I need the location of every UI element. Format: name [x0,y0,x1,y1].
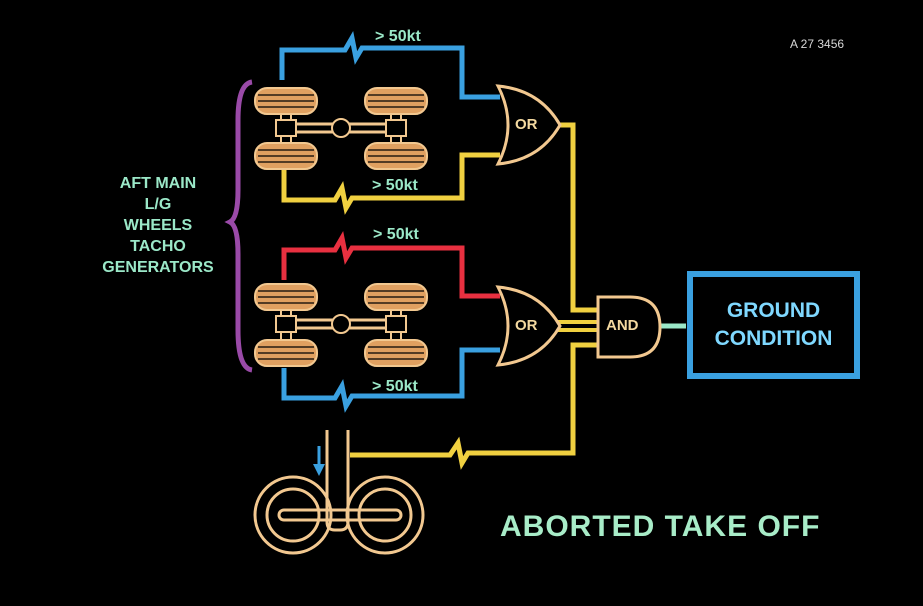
or-gate-bottom [495,285,562,367]
and-gate [596,295,662,359]
or-gate-top [495,84,562,166]
signal-line-top-blue [279,31,500,100]
ground-condition-line1: GROUND [726,299,821,322]
side-label-line: L/G [144,196,172,213]
and-gate-label: AND [606,317,639,334]
speed-label-top-blue: > 50kt [375,28,421,45]
side-label-line: GENERATORS [102,259,214,276]
nose-gear-signal-line [350,342,598,470]
wheel-tread-lines [258,94,424,360]
side-label-line: WHEELS [123,217,193,234]
speed-label-bottom-blue: > 50kt [372,378,418,395]
side-label-line: TACHO [130,238,186,255]
lower-bogie [254,283,428,367]
diagram-title: ABORTED TAKE OFF [500,510,821,543]
upper-bogie [254,87,428,170]
signal-line-bottom-red [281,231,500,299]
side-label-line: AFT MAIN [119,175,197,192]
nose-gear [253,430,425,555]
down-arrow-icon [313,446,325,476]
signal-line-bottom-blue [281,347,500,413]
ground-condition-line2: CONDITION [714,327,833,350]
or-bottom-to-and-line [555,320,598,332]
or-top-to-and-line [553,122,598,313]
side-brace [224,79,253,373]
or-gate-top-label: OR [515,116,538,133]
side-label: AFT MAIN L/G WHEELS TACHO GENERATORS [88,173,228,278]
speed-label-bottom-red: > 50kt [373,226,419,243]
or-gate-bottom-label: OR [515,317,538,334]
ground-condition-box [687,271,860,379]
ground-condition-label: GROUND CONDITION [696,297,851,353]
speed-label-top-yellow: > 50kt [372,177,418,194]
signal-line-top-yellow [281,152,500,215]
reference-number: A 27 3456 [790,37,845,51]
nose-wheel-left [253,475,333,555]
